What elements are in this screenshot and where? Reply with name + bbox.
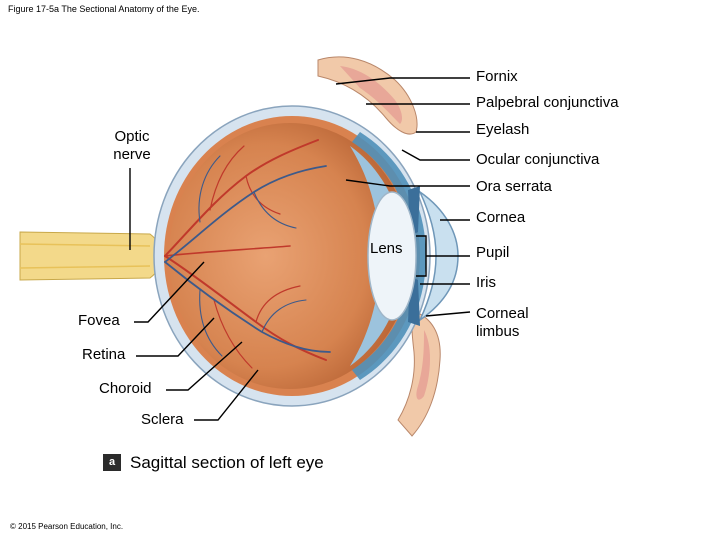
- leader-ocular: [401, 149, 470, 161]
- leader-ora: [345, 179, 470, 187]
- leader-sclera: [194, 369, 259, 421]
- label-optic-nerve-line1: Optic: [114, 128, 150, 145]
- leader-choroid: [166, 341, 243, 391]
- label-fovea: Fovea: [78, 312, 120, 329]
- label-corneal-limbus-line1: Corneal: [476, 305, 529, 322]
- optic-nerve: [19, 231, 161, 281]
- leader-limbus: [425, 311, 471, 317]
- lower-eyelid-tarsal: [416, 330, 430, 400]
- upper-eyelid-tarsal: [340, 66, 403, 124]
- label-sclera: Sclera: [141, 411, 184, 428]
- label-palpebral-conjunctiva: Palpebral conjunctiva: [476, 94, 619, 111]
- label-iris: Iris: [476, 274, 496, 291]
- leader-retina: [136, 317, 215, 357]
- retinal-vessels: [164, 139, 331, 369]
- label-ocular-conjunctiva: Ocular conjunctiva: [476, 151, 600, 168]
- copyright-notice: © 2015 Pearson Education, Inc.: [10, 522, 124, 531]
- label-corneal-limbus-line2: limbus: [476, 323, 520, 340]
- leader-lines: [129, 77, 471, 421]
- leader-fornix: [335, 77, 470, 85]
- label-eyelash: Eyelash: [476, 121, 530, 138]
- leader-fovea: [134, 261, 205, 323]
- figure-title: Figure 17-5a The Sectional Anatomy of th…: [8, 4, 200, 14]
- caption-text: Sagittal section of left eye: [130, 453, 324, 472]
- label-optic-nerve: Optic nerve: [108, 128, 156, 164]
- label-retina: Retina: [82, 346, 126, 363]
- label-pupil: Pupil: [476, 244, 510, 261]
- label-optic-nerve-line2: nerve: [113, 146, 151, 163]
- label-lens: Lens: [370, 240, 403, 257]
- lens: [367, 191, 417, 321]
- label-fornix: Fornix: [476, 68, 518, 85]
- lower-eyelid: [397, 311, 441, 437]
- caption-badge: a: [103, 454, 121, 471]
- label-corneal-limbus: Corneal limbus: [476, 305, 529, 341]
- label-choroid: Choroid: [99, 380, 152, 397]
- label-ora-serrata: Ora serrata: [476, 178, 552, 195]
- label-cornea: Cornea: [476, 209, 526, 226]
- ciliary-body: [352, 132, 426, 380]
